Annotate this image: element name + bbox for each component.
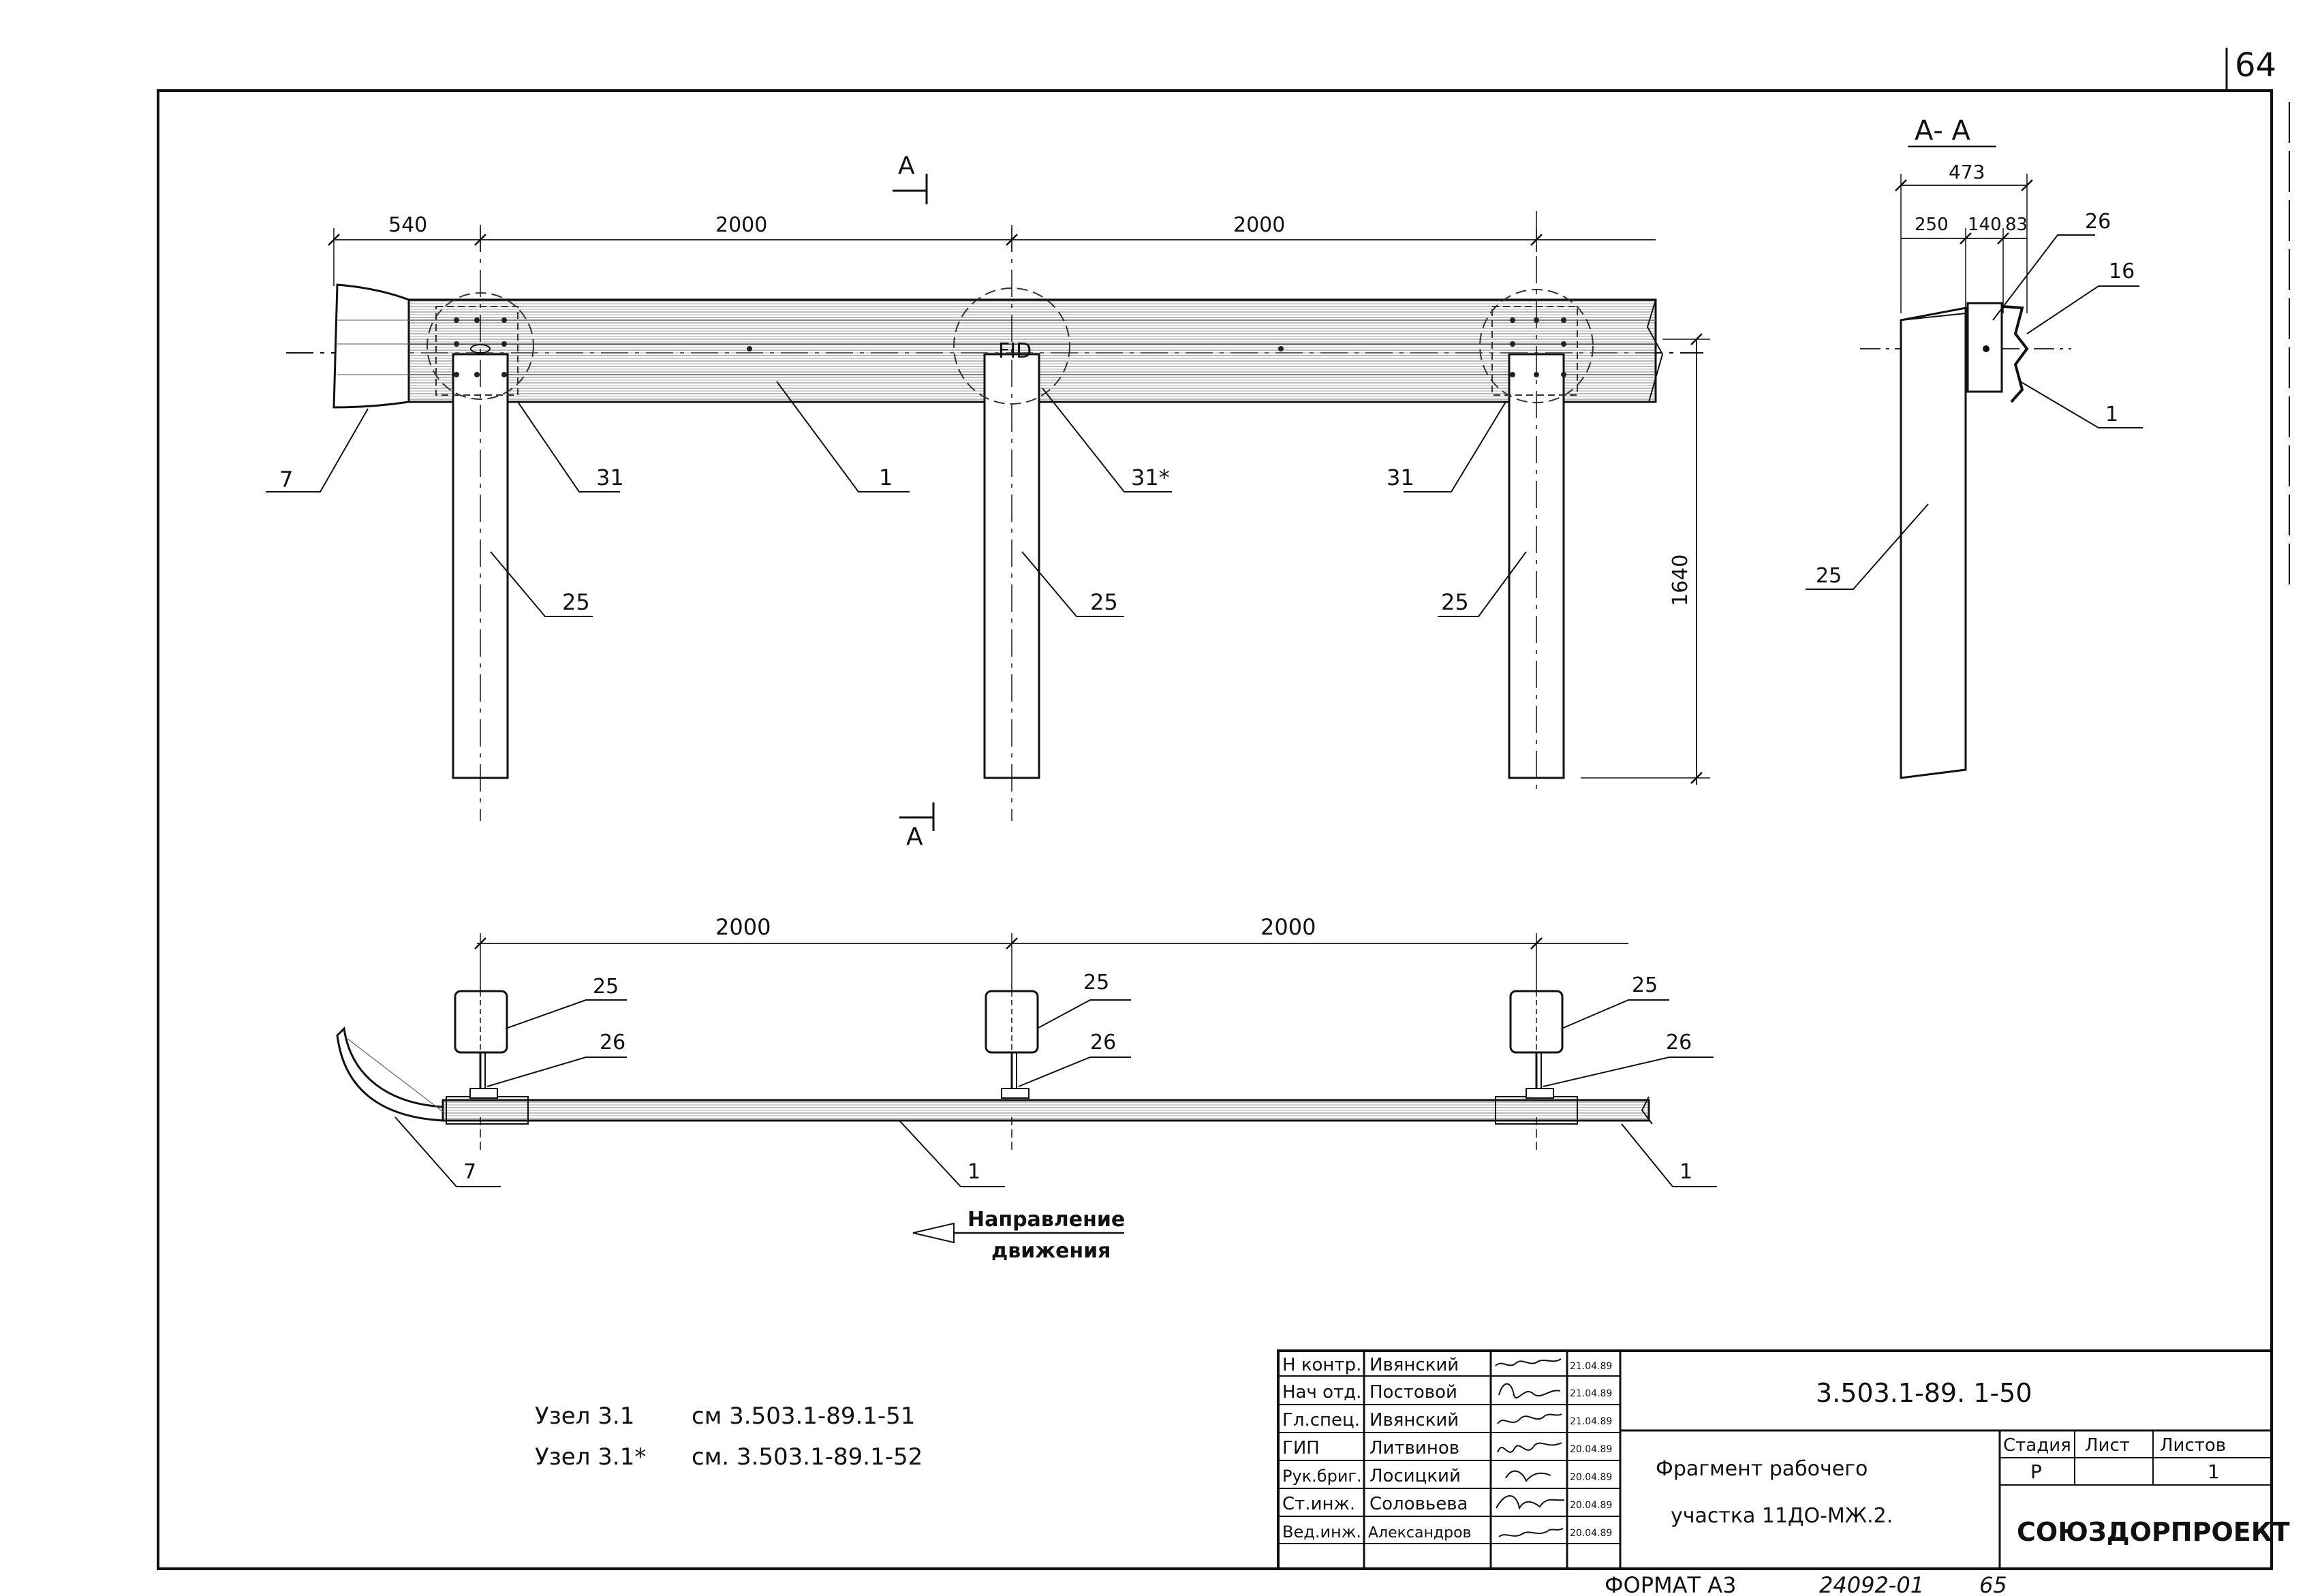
callout-25-post-3: 25 <box>1441 589 1469 615</box>
tb-stage-label: Стадия <box>2003 1435 2071 1456</box>
callout-7: 7 <box>279 467 293 492</box>
tb-date-2: 21.04.89 <box>1570 1416 1612 1427</box>
post-mark: FID <box>998 339 1032 363</box>
node-circle-31-right <box>1479 289 1594 403</box>
section-callout-1: 1 <box>2105 403 2118 426</box>
tb-name-1: Постовой <box>1369 1382 1457 1403</box>
tb-title-line-2: участка 11ДО-МЖ.2. <box>1671 1504 1893 1528</box>
tb-role-2: Гл.спец. <box>1282 1410 1360 1430</box>
sheet-inventory: 24092-01 <box>1819 1572 1924 1596</box>
end-terminal <box>332 283 410 409</box>
direction-label-1: Направление <box>968 1208 1125 1232</box>
section-callout-16: 16 <box>2109 260 2135 283</box>
tb-date-3: 20.04.89 <box>1570 1444 1612 1455</box>
section-cut-mark-top: А <box>898 152 915 180</box>
callout-31-left: 31 <box>596 465 624 490</box>
tb-role-3: ГИП <box>1282 1438 1320 1458</box>
plan-callout-7: 7 <box>463 1160 476 1184</box>
plan-callout-25-3: 25 <box>1632 973 1658 997</box>
sheet-format: ФОРМАТ А3 <box>1605 1572 1737 1596</box>
tb-date-6: 20.04.89 <box>1570 1528 1612 1539</box>
section-callout-26: 26 <box>2085 210 2111 234</box>
signatures <box>1495 1358 1565 1537</box>
elevation-view: FID 540 2000 2000 1640 А А <box>266 152 1710 851</box>
section-cut-mark-bottom: А <box>906 823 923 851</box>
dim-span-2: 2000 <box>1233 213 1285 237</box>
tb-sheets: 1 <box>2208 1460 2220 1483</box>
plan-post-1 <box>454 990 508 1099</box>
note-1-ref: см 3.503.1-89.1-51 <box>692 1403 915 1430</box>
tb-role-0: Н контр. <box>1282 1355 1361 1375</box>
dim-left-overhang: 540 <box>388 213 427 237</box>
tb-name-2: Ивянский <box>1369 1410 1459 1430</box>
callout-25-post-1: 25 <box>562 589 590 615</box>
drawing-frame <box>157 89 2273 1570</box>
callout-1: 1 <box>879 465 893 490</box>
tb-role-5: Ст.инж. <box>1282 1494 1355 1514</box>
tb-date-0: 21.04.89 <box>1570 1361 1612 1372</box>
section-post <box>1900 307 1967 779</box>
sheet-copy: 65 <box>1979 1572 2007 1596</box>
plan-beam <box>442 1099 1650 1122</box>
plan-view: 2000 2000 <box>336 914 1717 1263</box>
tb-name-0: Ивянский <box>1369 1355 1459 1375</box>
tb-doc-code: 3.503.1-89. 1-50 <box>1816 1378 2032 1408</box>
plan-callout-25-2: 25 <box>1083 971 1109 995</box>
beam-break <box>1646 299 1664 403</box>
plan-callout-26-2: 26 <box>1090 1031 1116 1054</box>
dim-span-1: 2000 <box>715 213 767 237</box>
dim-height: 1640 <box>1669 554 1692 606</box>
page-number: 64 <box>2235 46 2276 84</box>
note-2-ref: см. 3.503.1-89.1-52 <box>692 1443 923 1471</box>
title-block: Н контр. Ивянский 21.04.89 Нач отд. Пост… <box>1277 1349 2290 1570</box>
section-dim-3: 83 <box>2005 215 2028 235</box>
tb-name-6: Александров <box>1368 1524 1472 1542</box>
tb-date-4: 20.04.89 <box>1570 1472 1612 1483</box>
tb-date-5: 20.04.89 <box>1570 1500 1612 1511</box>
plan-post-2 <box>985 990 1039 1099</box>
callout-31-star: 31* <box>1131 465 1170 490</box>
tb-name-5: Соловьева <box>1369 1494 1468 1514</box>
callout-31-right: 31 <box>1387 465 1414 490</box>
tb-org: СОЮЗДОРПРОЕКТ <box>2017 1517 2290 1547</box>
tb-name-4: Лосицкий <box>1369 1466 1461 1486</box>
tb-role-6: Вед.инж. <box>1282 1522 1361 1542</box>
plan-callout-25-1: 25 <box>593 975 619 999</box>
tb-role-4: Рук.бриг. <box>1282 1467 1362 1486</box>
tb-sheet-label: Лист <box>2085 1435 2130 1456</box>
tb-sheets-label: Листов <box>2160 1435 2226 1456</box>
note-2-label: Узел 3.1* <box>535 1443 646 1471</box>
node-circle-31-star <box>953 287 1070 405</box>
direction-label-2: движения <box>991 1239 1111 1263</box>
section-w-beam <box>2002 305 2029 403</box>
section-callout-25: 25 <box>1816 564 1842 588</box>
plan-callout-1-2: 1 <box>1679 1160 1692 1184</box>
plan-callout-26-3: 26 <box>1666 1031 1692 1054</box>
node-circle-31-left <box>427 292 534 400</box>
plan-post-3 <box>1509 990 1564 1099</box>
section-title: А- А <box>1915 115 1971 146</box>
plan-end-terminal <box>336 1026 444 1122</box>
tb-stage: Р <box>2030 1460 2042 1483</box>
plan-callout-26-1: 26 <box>600 1031 625 1054</box>
tb-title-line-1: Фрагмент рабочего <box>1656 1457 1868 1481</box>
notes: Узел 3.1 см 3.503.1-89.1-51 Узел 3.1* см… <box>535 1403 923 1471</box>
section-dim-total: 473 <box>1949 161 1985 183</box>
plan-callout-1-1: 1 <box>968 1160 980 1184</box>
note-1-label: Узел 3.1 <box>535 1403 634 1430</box>
section-dim-2: 140 <box>1968 215 2002 235</box>
section-a-a: А- А 473 250 140 83 26 <box>1806 115 2143 779</box>
callout-25-post-2: 25 <box>1090 589 1118 615</box>
tb-role-1: Нач отд. <box>1282 1382 1361 1403</box>
plan-dim-span-1: 2000 <box>715 914 771 940</box>
plan-dim-span-2: 2000 <box>1260 914 1316 940</box>
tb-date-1: 21.04.89 <box>1570 1388 1612 1399</box>
section-dim-1: 250 <box>1915 215 1949 235</box>
tb-name-3: Литвинов <box>1369 1438 1459 1458</box>
